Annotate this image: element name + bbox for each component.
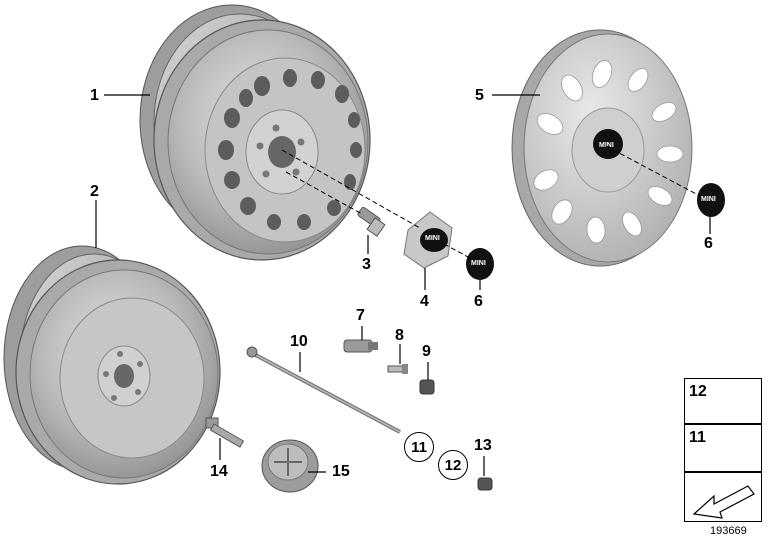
hubcap-logo-text: MINI xyxy=(425,235,440,242)
legend-box-11: 11 xyxy=(684,424,762,472)
document-number: 193669 xyxy=(710,525,747,537)
mini-emblem-small xyxy=(466,248,494,280)
label-part-1: 1 xyxy=(90,87,99,104)
wheel-bolt xyxy=(357,206,386,237)
valve-core xyxy=(387,364,408,374)
label-part-2: 2 xyxy=(90,183,99,200)
legend-box-12: 12 xyxy=(684,378,762,424)
label-part-8: 8 xyxy=(395,327,404,344)
fastening-bolt xyxy=(205,417,245,448)
legend-arrow-icon xyxy=(692,485,755,519)
label-part-7: 7 xyxy=(356,307,365,324)
hubcap-logo-text-center: MINI xyxy=(599,142,614,149)
label-part-14: 14 xyxy=(210,463,228,480)
label-part-3: 3 xyxy=(362,256,371,273)
steel-wheel-lower xyxy=(3,245,221,485)
label-part-13: 13 xyxy=(474,437,492,454)
valve xyxy=(343,339,378,353)
mini-emblem-cover xyxy=(697,183,725,217)
label-part-9: 9 xyxy=(422,343,431,360)
extension-rod xyxy=(246,346,401,434)
assembly-lines xyxy=(281,145,701,259)
label-part-6-cover: 6 xyxy=(704,235,713,252)
legend-label-11: 11 xyxy=(689,429,706,446)
spare-wheel-knob xyxy=(261,439,319,493)
label-part-4: 4 xyxy=(420,293,429,310)
label-part-10: 10 xyxy=(290,333,308,350)
nut xyxy=(477,477,493,491)
wheel-cover xyxy=(511,29,693,267)
label-part-12-circled: 12 xyxy=(438,450,468,480)
cover-emblem-logo-text: MINI xyxy=(701,196,716,203)
legend-label-12: 12 xyxy=(689,383,707,400)
legend-box-arrow xyxy=(684,472,762,522)
label-part-6-small: 6 xyxy=(474,293,483,310)
label-part-15: 15 xyxy=(332,463,350,480)
label-part-11-circled: 11 xyxy=(404,432,434,462)
steel-wheel-upper xyxy=(139,4,371,261)
valve-cap xyxy=(419,379,435,395)
emblem-logo-text: MINI xyxy=(471,260,486,267)
label-part-5: 5 xyxy=(475,87,484,104)
leader-lines xyxy=(95,94,711,476)
